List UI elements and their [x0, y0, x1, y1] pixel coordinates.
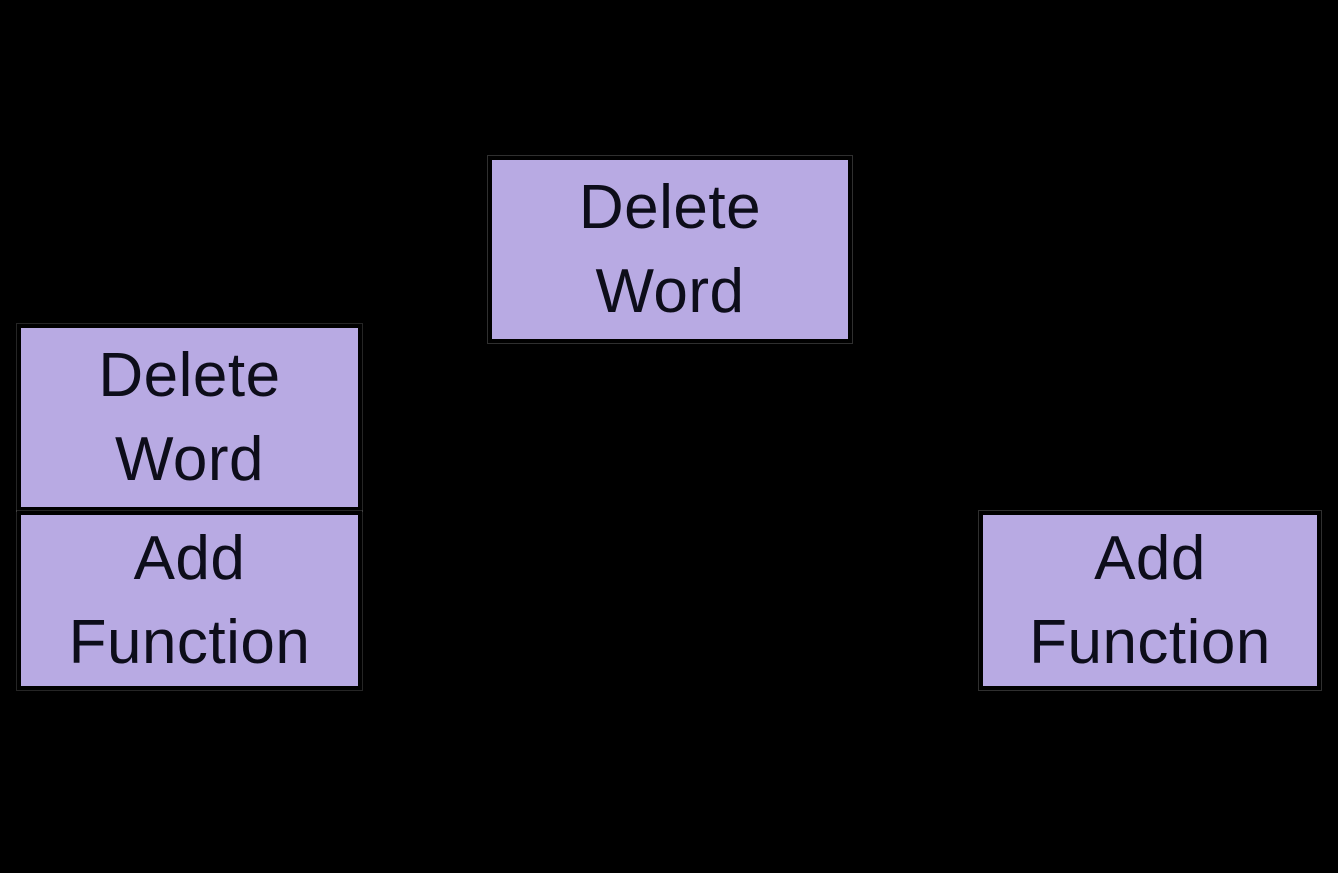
node-label-line: Add	[1094, 523, 1206, 593]
node-label-line: Function	[68, 607, 311, 677]
node-label-line: Delete	[98, 340, 281, 410]
node-label-line: Delete	[578, 172, 762, 242]
node-add-function-right: Add Function	[979, 511, 1321, 690]
node-label-line: Add	[133, 523, 246, 593]
node-delete-word-left: Delete Word	[17, 324, 362, 511]
node-delete-word-top: Delete Word	[488, 156, 852, 343]
node-label-line: Word	[114, 424, 264, 494]
node-add-function-left: Add Function	[17, 511, 362, 690]
node-label-line: Word	[595, 256, 745, 326]
node-label-line: Function	[1029, 607, 1271, 677]
